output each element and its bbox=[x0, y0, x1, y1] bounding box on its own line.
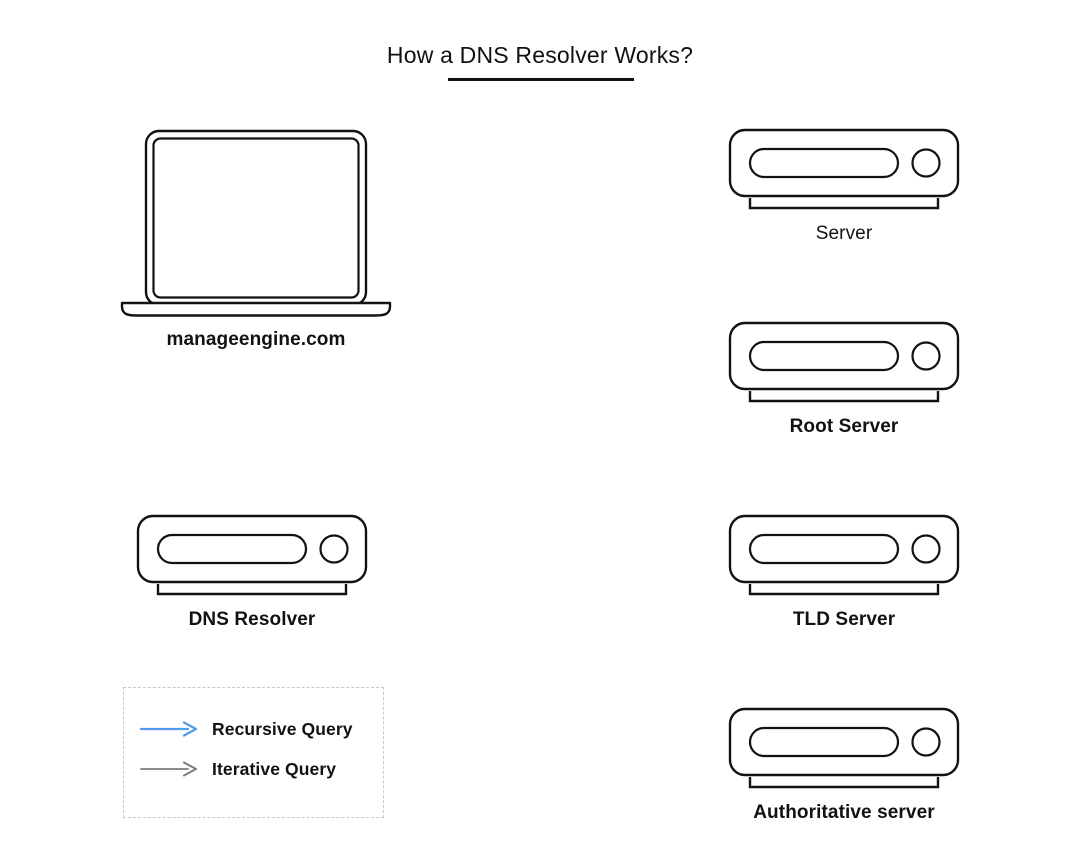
node-root-server-label: Root Server bbox=[789, 416, 899, 437]
node-tld-server: TLD Server bbox=[720, 512, 968, 631]
node-server-label: Server bbox=[815, 223, 873, 244]
node-dns-resolver: DNS Resolver bbox=[128, 512, 376, 631]
server-icon bbox=[728, 707, 960, 789]
node-root-server: Root Server bbox=[720, 319, 968, 438]
node-authoritative-server-label: Authoritative server bbox=[753, 802, 935, 823]
node-server: Server bbox=[720, 126, 968, 245]
server-icon bbox=[728, 321, 960, 403]
legend-item-recursive-query: Recursive Query bbox=[140, 718, 353, 740]
legend: Recursive Query Iterative Query bbox=[123, 687, 384, 818]
arrow-right-icon bbox=[140, 761, 197, 777]
server-icon bbox=[136, 514, 368, 596]
legend-item-iterative-query: Iterative Query bbox=[140, 758, 336, 780]
node-tld-server-label: TLD Server bbox=[792, 609, 896, 630]
node-dns-resolver-label: DNS Resolver bbox=[188, 609, 316, 630]
server-icon bbox=[728, 514, 960, 596]
server-icon bbox=[728, 128, 960, 210]
laptop-icon bbox=[120, 129, 392, 317]
legend-item-iterative-query-label: Iterative Query bbox=[212, 758, 337, 779]
legend-item-recursive-query-label: Recursive Query bbox=[212, 718, 353, 739]
node-client: manageengine.com bbox=[112, 128, 400, 351]
node-client-label: manageengine.com bbox=[166, 329, 346, 350]
arrow-right-icon bbox=[140, 721, 198, 737]
page-title: How a DNS Resolver Works? bbox=[386, 42, 694, 68]
node-authoritative-server: Authoritative server bbox=[720, 705, 968, 824]
title-underline bbox=[448, 78, 634, 81]
